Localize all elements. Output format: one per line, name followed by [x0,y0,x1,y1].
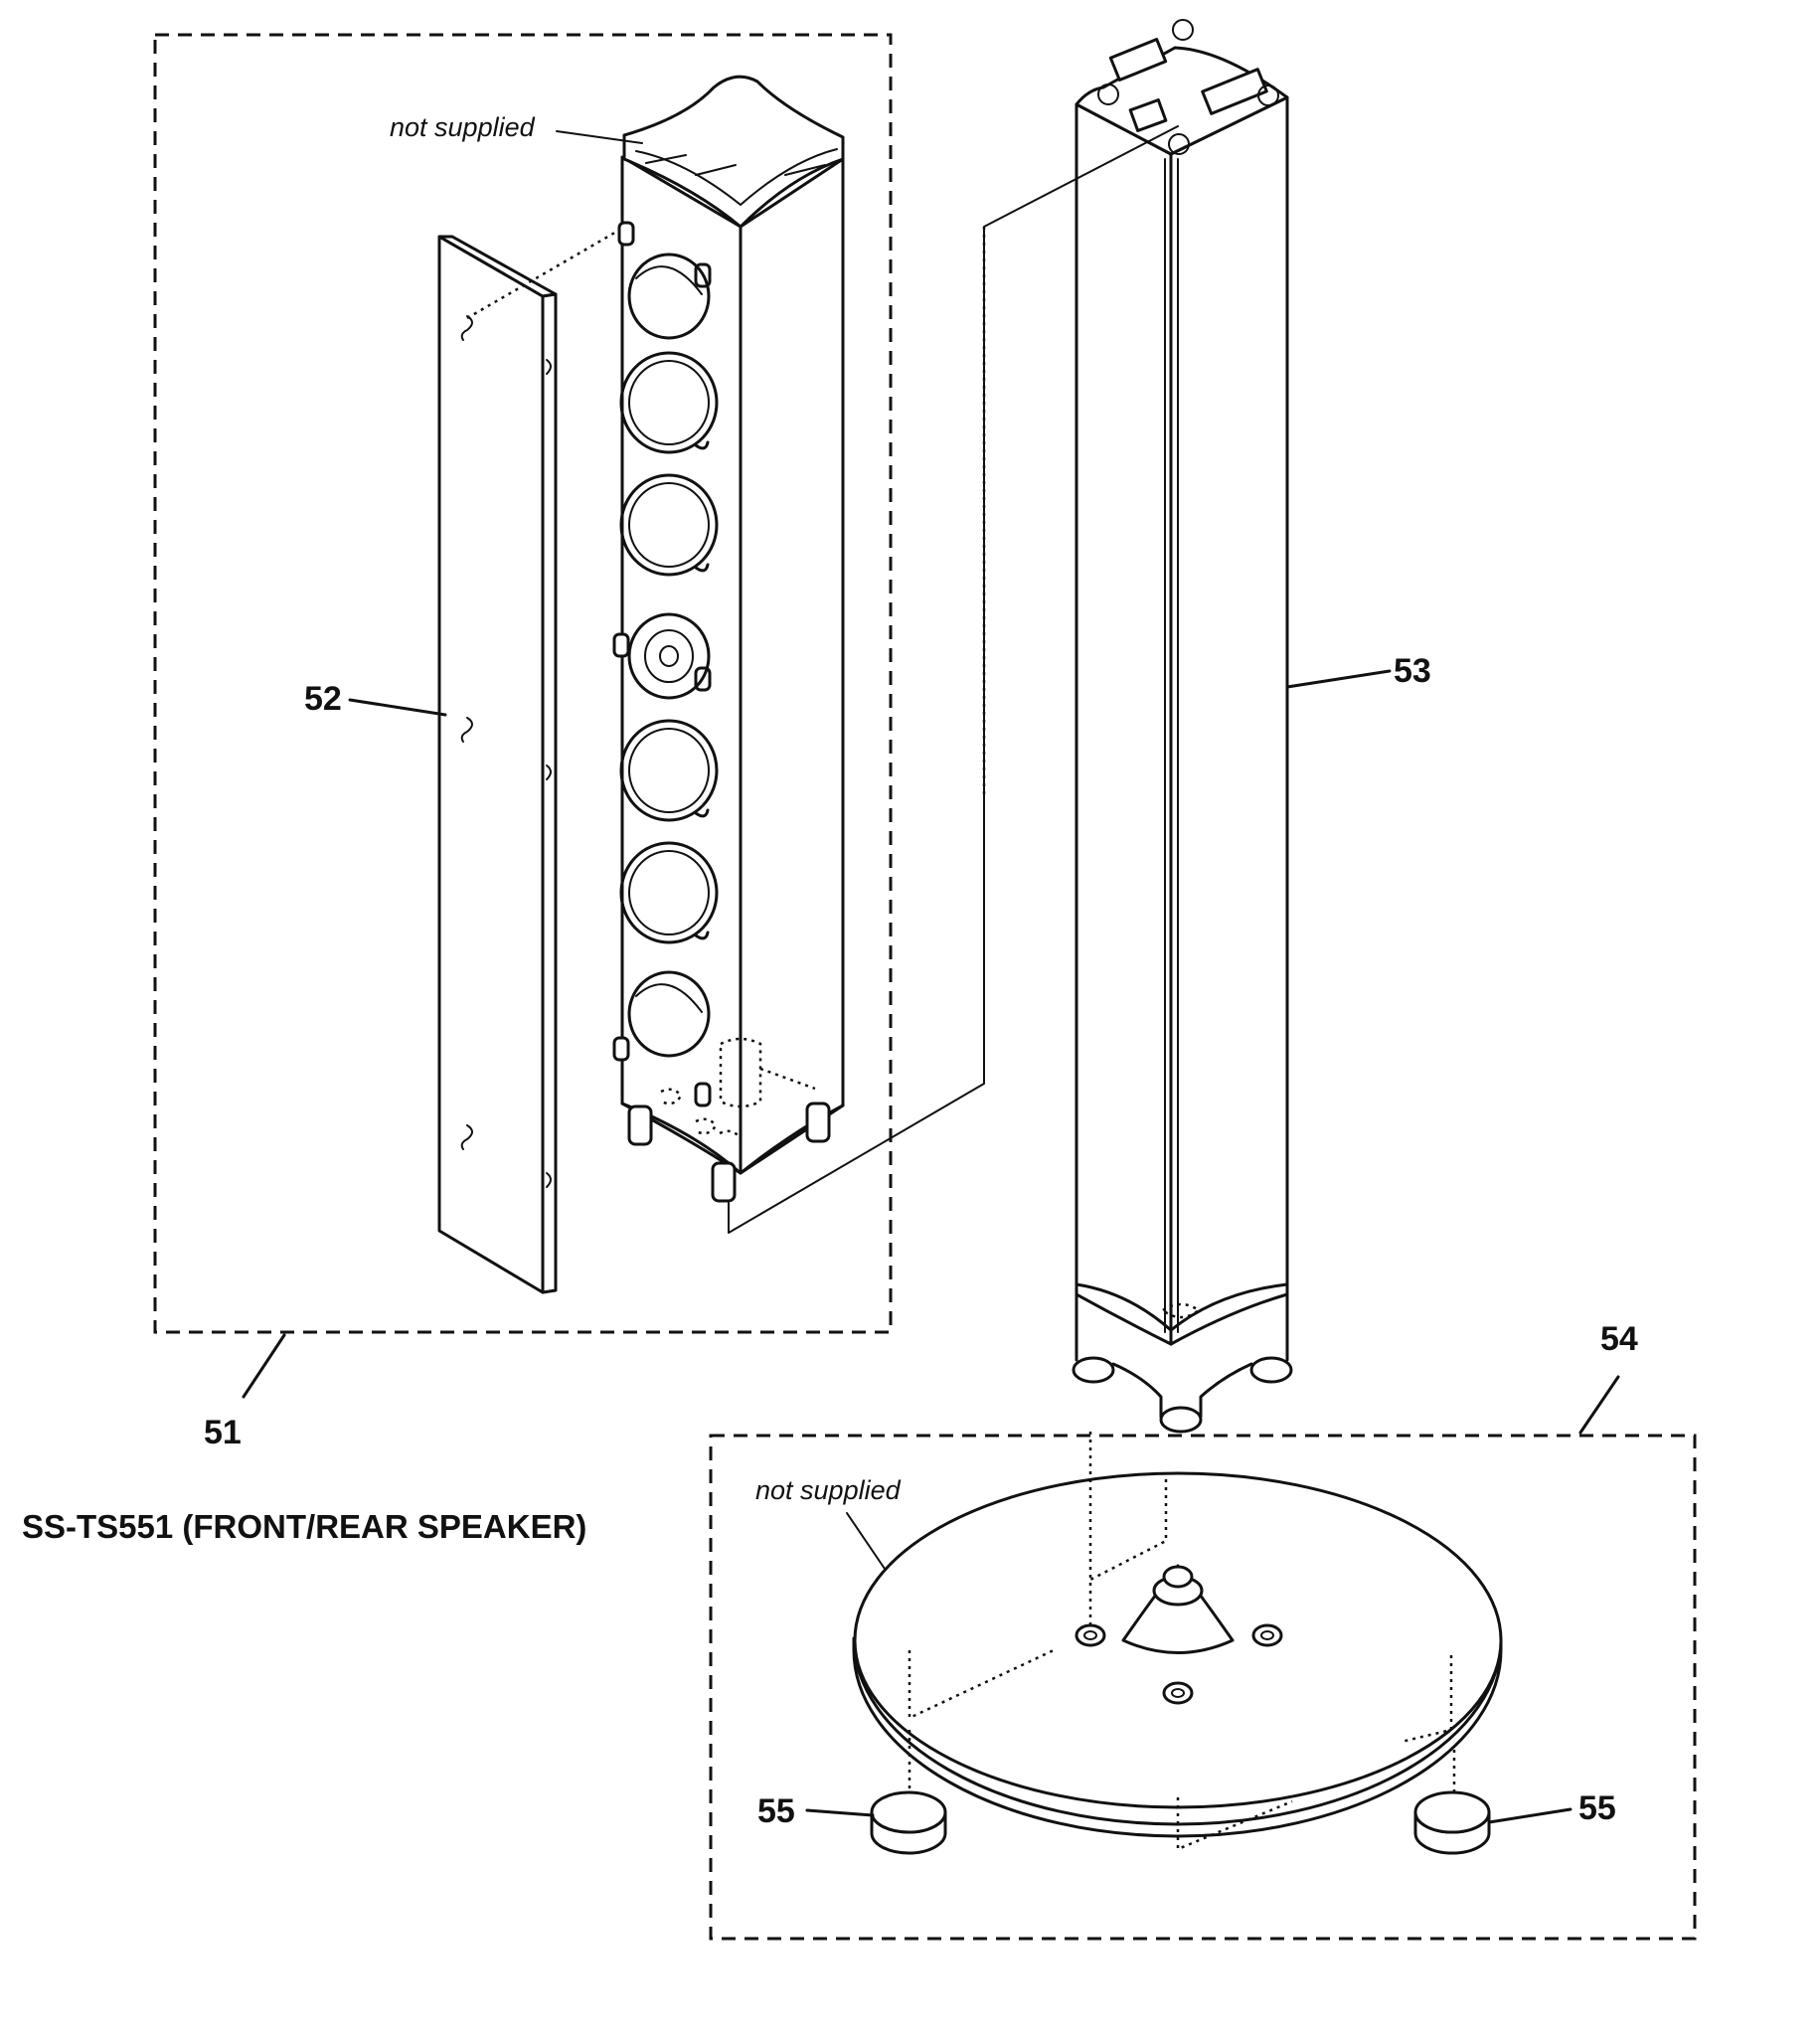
foot-right-55 [1413,1790,1491,1855]
stand-base [852,1432,1503,1851]
foot-left-55 [870,1790,947,1855]
leader-52 [348,698,447,717]
leader-51 [242,1333,286,1399]
callout-53: 53 [1394,652,1431,690]
leader-55-right [1487,1807,1572,1824]
grille-part-52 [437,229,619,1294]
group-51-boundary [153,33,893,1334]
callout-54: 54 [1600,1320,1638,1358]
diagram-title: SS-TS551 (FRONT/REAR SPEAKER) [22,1508,586,1545]
callout-55-left: 55 [757,1792,795,1830]
speaker-body [612,75,845,1203]
leader-53 [1285,669,1392,689]
callout-51: 51 [204,1414,242,1451]
note-not-supplied-stand: not supplied [755,1475,902,1505]
group-54-boundary [709,1434,1697,1941]
callout-55-right: 55 [1578,1789,1616,1827]
leader-54 [1578,1375,1620,1435]
pole-part-53 [1072,19,1293,1434]
alignment-line-pole [728,125,1179,1234]
leader-not-supplied-stand [846,1512,886,1570]
leader-55-left [805,1808,875,1817]
leader-not-supplied-top [556,130,643,144]
callout-52: 52 [304,680,342,718]
note-not-supplied-top: not supplied [390,112,536,142]
